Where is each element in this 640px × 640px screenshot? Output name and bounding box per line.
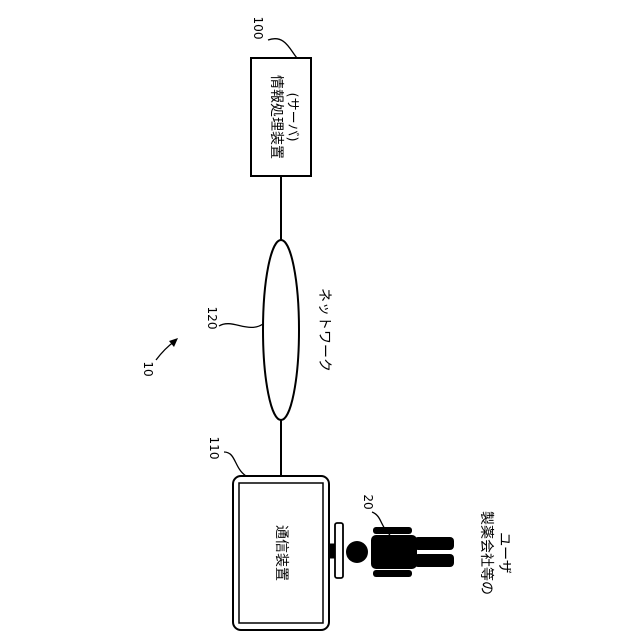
network-node bbox=[263, 240, 299, 420]
terminal-ref-leader bbox=[224, 452, 246, 476]
user-label-main: 製薬会社等の bbox=[478, 511, 495, 595]
monitor-stand-base bbox=[335, 523, 343, 578]
terminal-label: 通信装置 bbox=[273, 525, 289, 581]
server-node: 情報処理装置 (サーバ) bbox=[251, 58, 311, 176]
user-head bbox=[346, 541, 368, 563]
user-arm-lower bbox=[373, 570, 412, 577]
server-ref-number: 100 bbox=[251, 17, 265, 40]
network-ref-number: 120 bbox=[205, 307, 219, 330]
server-ref-leader bbox=[268, 39, 297, 58]
user-ref-number: 20 bbox=[361, 494, 375, 509]
server-label-sub: (サーバ) bbox=[285, 92, 300, 141]
terminal-ref-number: 110 bbox=[207, 437, 221, 460]
network-ref-leader bbox=[219, 324, 263, 328]
user-arm-upper bbox=[373, 527, 412, 534]
system-ref-arrowhead bbox=[169, 338, 178, 347]
system-ref-number: 10 bbox=[141, 361, 155, 376]
network-ellipse bbox=[263, 240, 299, 420]
user-leg-upper bbox=[414, 537, 454, 550]
user-leg-lower bbox=[414, 554, 454, 567]
user-figure bbox=[346, 527, 454, 577]
terminal-node: 通信装置 bbox=[233, 476, 343, 630]
network-label: ネットワーク bbox=[316, 288, 332, 372]
user-label-sub: ユーザ bbox=[496, 532, 512, 574]
user-torso bbox=[371, 535, 417, 569]
server-label-main: 情報処理装置 bbox=[268, 75, 284, 159]
